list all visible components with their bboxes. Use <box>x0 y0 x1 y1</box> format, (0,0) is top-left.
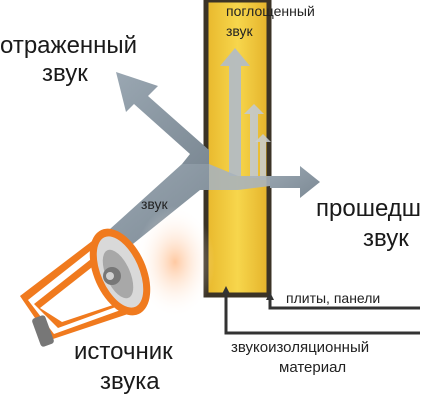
absorbed-tertiary-arrow <box>255 134 271 180</box>
passed-label-line2: звук <box>363 225 409 252</box>
panels-label: плиты, панели <box>286 290 381 306</box>
source-label-line1: источник <box>74 338 173 365</box>
absorbed-secondary-arrow <box>244 104 264 178</box>
sound-label: звук <box>141 196 168 212</box>
material-pointer-arrowhead <box>222 286 230 294</box>
reflected-label-line2: звук <box>42 60 88 87</box>
absorbed-label-line1: поглощенный <box>226 3 315 19</box>
panels-pointer-arrowhead <box>266 292 274 300</box>
passed-label-line1: прошедш <box>316 195 422 222</box>
absorbed-label-line2: звук <box>226 23 253 39</box>
source-label-line2: звука <box>100 368 160 395</box>
passed-sound-arrow <box>270 166 320 198</box>
panel-arrow-junction <box>209 164 270 190</box>
incoming-sound-arrow <box>100 164 209 256</box>
material-pointer-line <box>224 290 420 335</box>
megaphone-icon <box>20 206 215 347</box>
reflected-label-line1: отраженный <box>0 32 138 59</box>
material-label-line2: материал <box>279 359 347 376</box>
reflected-sound-arrow <box>116 72 209 164</box>
material-label-line1: звукоизоляционный <box>231 339 370 356</box>
absorbed-sound-arrow <box>220 48 250 176</box>
